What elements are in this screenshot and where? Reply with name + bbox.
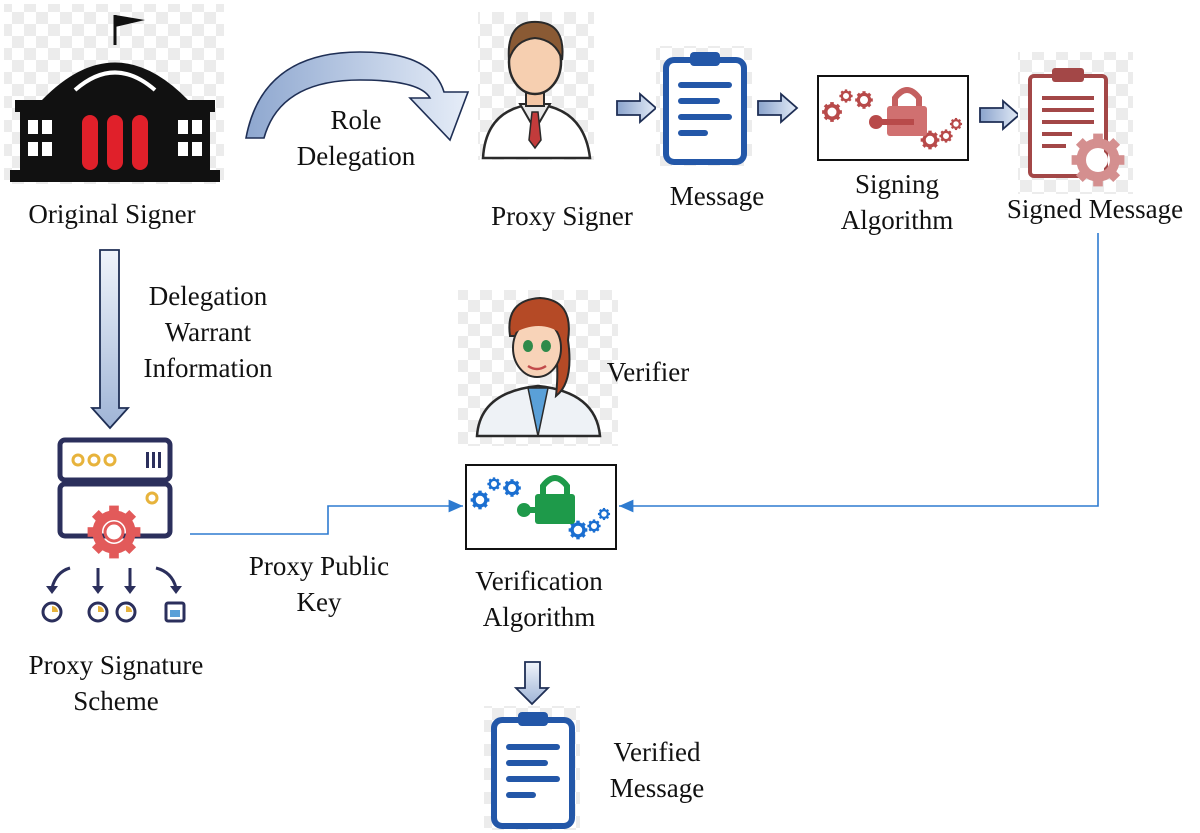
connector-scheme-to-verification: [190, 499, 463, 535]
role-delegation-arrow: [245, 51, 470, 142]
gears-lock-key-icon: [817, 75, 969, 161]
proxy-signer-label: Proxy Signer: [491, 201, 633, 231]
arrow-signing-to-signed: [979, 99, 1021, 131]
signing-algorithm-label: Signing Algorithm: [840, 169, 954, 235]
verifier-label: Verifier: [606, 357, 690, 387]
connector-signed-to-verification: [619, 233, 1099, 513]
arrow-proxy-to-message: [616, 92, 658, 124]
original-signer-label: Original Signer: [28, 199, 196, 229]
role-delegation-label: Role Delegation: [296, 105, 416, 171]
verification-algorithm-label: Verification Algorithm: [475, 566, 603, 632]
male-professional-icon: [478, 12, 594, 160]
delegation-warrant-label: Delegation Warrant Information: [143, 281, 273, 383]
server-gear-network-icon: [41, 437, 186, 623]
arrow-verification-to-verified: [513, 661, 551, 706]
arrow-message-to-signing: [757, 92, 799, 124]
gears-lock-key-icon: [465, 464, 617, 550]
delegation-warrant-arrow: [89, 249, 131, 430]
verified-message-label: Verified Message: [609, 737, 705, 803]
proxy-public-key-label: Proxy Public Key: [248, 551, 390, 617]
proxy-signature-scheme-label: Proxy Signature Scheme: [28, 650, 204, 716]
clipboard-document-icon: [656, 46, 752, 166]
government-building-icon: [4, 4, 224, 184]
message-label: Message: [669, 181, 765, 211]
clipboard-document-icon: [484, 706, 580, 830]
female-doctor-icon: [458, 290, 618, 446]
document-with-gear-icon: [1018, 52, 1133, 194]
signed-message-label: Signed Message: [1006, 194, 1184, 224]
